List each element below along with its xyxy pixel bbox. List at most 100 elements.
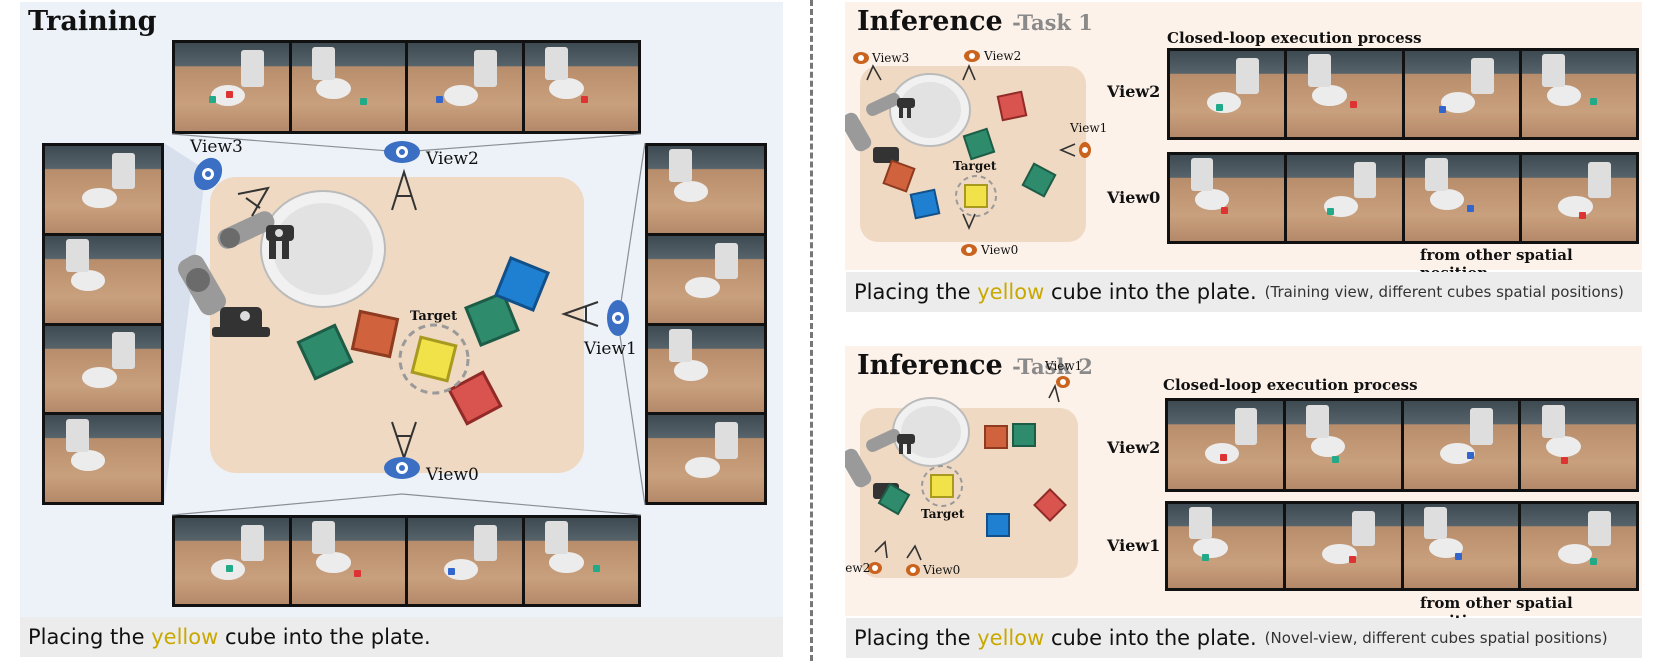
caption-note: (Training view, different cubes spatial … [1264, 283, 1624, 301]
view3-label: View3 [871, 51, 909, 65]
task2-row-label: View1 [1107, 536, 1161, 555]
caption-highlight: yellow [977, 626, 1045, 650]
caption-text: cube into the plate. [1050, 280, 1257, 304]
training-bottom-strip [172, 515, 641, 607]
green-cube [962, 127, 996, 161]
frame [408, 518, 522, 604]
caption-note: (Novel-view, different cubes spatial pos… [1264, 629, 1608, 647]
task1-title-main: Inference [857, 6, 1003, 37]
eye-view3-icon [193, 157, 223, 191]
orange-cube [984, 425, 1008, 449]
task2-scene: Target View1 View2 View0 [845, 359, 1082, 578]
frame [1404, 155, 1519, 241]
frame [524, 43, 638, 131]
eye-view0-icon [961, 244, 977, 256]
viewer-view1-icon [1048, 383, 1060, 403]
caption-highlight: yellow [977, 280, 1045, 304]
red-cube [447, 370, 503, 426]
eye-view0-icon [384, 457, 420, 479]
blue-cube [909, 188, 941, 220]
eye-view1-icon [1079, 142, 1091, 158]
eye-view2-icon [964, 50, 980, 62]
task1-row-strip [1167, 48, 1639, 140]
frame [1168, 504, 1283, 588]
view1-label: View1 [1069, 121, 1107, 135]
eye-view1-icon [1056, 376, 1070, 388]
task2-title-main: Inference [857, 350, 1003, 381]
frame [1287, 155, 1402, 241]
task2-row-strip [1165, 398, 1639, 492]
eye-view1-icon [607, 300, 629, 336]
green-cube [1012, 423, 1036, 447]
caption-text: Placing the [854, 626, 971, 650]
frame [1521, 504, 1636, 588]
task2-process-title: Closed-loop execution process [1163, 376, 1418, 394]
red-cube [996, 90, 1028, 122]
frame [1170, 155, 1285, 241]
frame [1521, 51, 1636, 137]
viewer-view1-icon [560, 301, 599, 327]
orange-cube [882, 159, 916, 193]
view2-label: View2 [845, 561, 870, 575]
task1-row-label: View2 [1107, 82, 1161, 101]
task1-row-label: View0 [1107, 188, 1161, 207]
frame [648, 235, 764, 323]
caption-text: Placing the [854, 280, 971, 304]
frame [1403, 504, 1519, 588]
task1-panel: Inference -Task 1 Closed-loop execution … [845, 2, 1642, 282]
frame [45, 235, 161, 323]
task1-title: Inference -Task 1 [857, 6, 1093, 37]
frame [408, 43, 522, 131]
target-label: Target [410, 309, 457, 324]
task1-caption: Placing the yellow cube into the plate. (… [846, 272, 1642, 312]
viewer-view2-icon [962, 63, 976, 81]
green-cube [1021, 162, 1057, 198]
task1-row-strip [1167, 152, 1639, 244]
target-label: Target [921, 507, 965, 521]
green-cube [464, 291, 520, 347]
eye-view2-icon [384, 141, 420, 163]
frame [1170, 51, 1285, 137]
frame [175, 43, 289, 131]
view0-label: View0 [922, 563, 960, 577]
blue-cube [986, 513, 1010, 537]
viewer-view0-icon [962, 213, 976, 231]
frame [1521, 401, 1636, 489]
frame [291, 518, 405, 604]
frame [648, 146, 764, 233]
frame [1285, 504, 1401, 588]
blue-cube [494, 256, 550, 312]
frame [1287, 51, 1402, 137]
task2-caption: Placing the yellow cube into the plate.(… [846, 618, 1642, 658]
task1-process-title: Closed-loop execution process [1167, 29, 1422, 47]
training-right-strip [645, 143, 767, 505]
viewer-view3-icon [866, 64, 882, 81]
view2-label: View2 [425, 149, 479, 169]
eye-view3-icon [853, 52, 869, 64]
frame [1521, 155, 1636, 241]
robot-arm-icon [178, 211, 294, 337]
frame [1403, 401, 1519, 489]
frame [45, 415, 161, 502]
training-top-strip [172, 40, 641, 134]
viewer-view3-icon [237, 186, 270, 217]
orange-cube [350, 309, 400, 359]
frame [648, 415, 764, 502]
task2-row-strip [1165, 501, 1639, 591]
task2-row-label: View2 [1107, 438, 1161, 457]
panel-divider [810, 0, 813, 661]
view2-label: View2 [983, 49, 1021, 63]
view3-label: View3 [189, 137, 243, 157]
robot-arm-icon [845, 92, 915, 163]
yellow-cube [410, 335, 458, 383]
viewer-view2-icon [391, 168, 417, 211]
frame [1168, 401, 1283, 489]
caption-text: cube into the plate. [224, 625, 431, 649]
eye-view2-icon [868, 562, 882, 574]
target-marker [921, 465, 963, 507]
view0-label: View0 [980, 243, 1018, 257]
frame [175, 518, 289, 604]
viewer-view0-icon [906, 544, 922, 561]
task1-title-task: -Task 1 [1012, 10, 1093, 35]
training-scene: Target View2 View0 View1 View3 [164, 133, 646, 516]
